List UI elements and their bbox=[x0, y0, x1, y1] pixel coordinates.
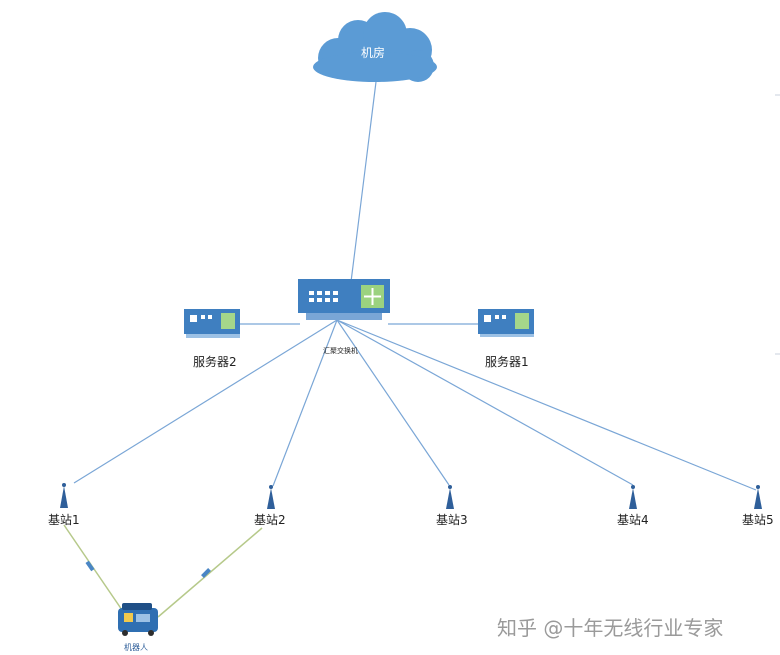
server-1-label: 服务器1 bbox=[485, 355, 529, 369]
link-switch-bs3 bbox=[336, 319, 450, 486]
cloud-icon bbox=[313, 12, 437, 82]
link-switch-bs5 bbox=[336, 319, 757, 491]
connector-icon bbox=[85, 560, 95, 572]
wireless-links bbox=[63, 524, 263, 618]
wireless-connectors bbox=[85, 560, 211, 578]
base-station-3-icon bbox=[446, 485, 454, 509]
cloud-label: 机房 bbox=[361, 46, 386, 60]
base-station-5-label: 基站5 bbox=[742, 513, 774, 527]
server-2-label: 服务器2 bbox=[193, 355, 237, 369]
robot-icon bbox=[118, 603, 158, 636]
connections bbox=[73, 81, 757, 491]
link-switch-bs2 bbox=[272, 319, 338, 487]
switch-icon bbox=[298, 279, 390, 320]
base-station-2-label: 基站2 bbox=[254, 513, 286, 527]
base-station-2-icon bbox=[267, 485, 275, 509]
robot-label: 机器人 bbox=[124, 643, 148, 652]
base-station-3-label: 基站3 bbox=[436, 513, 468, 527]
switch-label: 汇聚交换机 bbox=[323, 347, 358, 355]
link-switch-bs4 bbox=[336, 319, 634, 486]
server-2-icon bbox=[184, 309, 240, 338]
base-station-5-icon bbox=[754, 485, 762, 509]
link-switch-bs1 bbox=[73, 319, 338, 484]
edge-marks bbox=[775, 94, 780, 355]
base-station-1-icon bbox=[60, 483, 68, 508]
base-station-4-label: 基站4 bbox=[617, 513, 649, 527]
link-bs2-robot bbox=[157, 527, 263, 618]
connector-icon bbox=[201, 568, 211, 578]
base-station-1-label: 基站1 bbox=[48, 513, 80, 527]
watermark: 知乎 @十年无线行业专家 bbox=[497, 616, 724, 640]
base-station-4-icon bbox=[629, 485, 637, 509]
link-cloud-switch bbox=[350, 81, 377, 283]
server-1-icon bbox=[478, 309, 534, 337]
